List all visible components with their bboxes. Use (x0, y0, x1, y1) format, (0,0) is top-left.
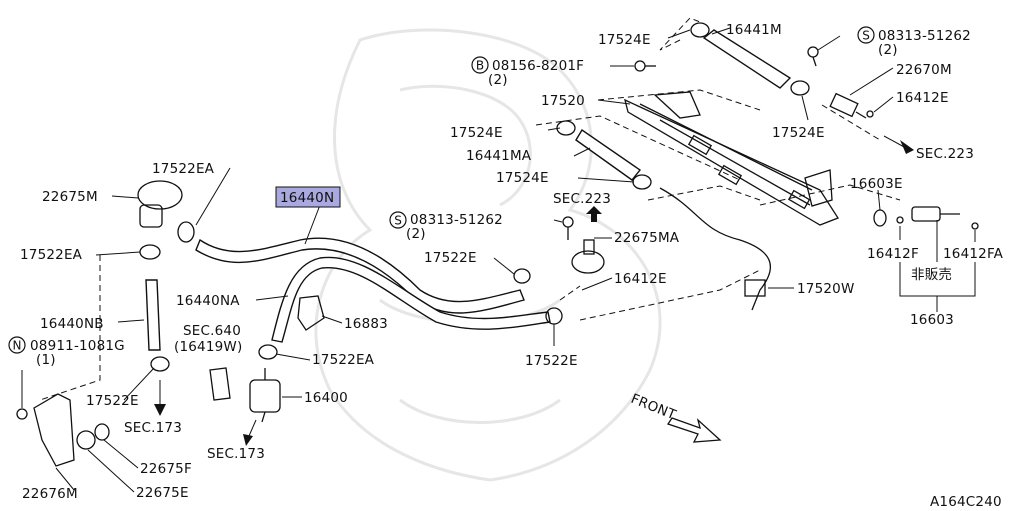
label-08313-51262-mid[interactable]: 08313-51262 (410, 212, 503, 228)
label-16883[interactable]: 16883 (344, 316, 388, 332)
label-16603[interactable]: 16603 (910, 312, 954, 328)
label-not-for-sale: 非販売 (911, 267, 952, 283)
grommet-22675E[interactable] (76, 430, 96, 450)
front-arrow-icon (666, 417, 722, 443)
label-22675M[interactable]: 22675M (42, 189, 98, 205)
label-16441M[interactable]: 16441M (726, 22, 782, 38)
hose-16441M[interactable] (702, 29, 792, 89)
label-17524E-top[interactable]: 17524E (598, 32, 651, 48)
label-16419W[interactable]: (16419W) (174, 339, 242, 355)
label-08911-qty: (1) (36, 352, 56, 368)
label-16400[interactable]: 16400 (304, 390, 348, 406)
clamp-17522E-left[interactable] (150, 356, 170, 372)
label-17524E-left[interactable]: 17524E (450, 125, 503, 141)
svg-text:N: N (13, 339, 22, 353)
hose-16441MA[interactable] (575, 129, 642, 181)
clamp-17524E-mid[interactable] (632, 174, 652, 190)
hose-16440NB[interactable] (145, 279, 161, 351)
symbol-s-mid-icon: S (389, 211, 407, 229)
label-17524E-right[interactable]: 17524E (772, 125, 825, 141)
label-17522E-left[interactable]: 17522E (86, 393, 139, 409)
symbol-b-icon: B (471, 56, 489, 74)
label-17522EA-low[interactable]: 17522EA (312, 352, 375, 368)
bracket-16883[interactable] (297, 295, 325, 331)
label-08911-1081G[interactable]: 08911-1081G (30, 338, 125, 354)
label-17522E-bot[interactable]: 17522E (525, 353, 578, 369)
injector-16603[interactable] (896, 206, 979, 230)
label-16412E-top[interactable]: 16412E (896, 90, 949, 106)
arrow-sec223-right-icon (883, 135, 914, 154)
regulator-22670M[interactable] (829, 92, 874, 119)
svg-text:S: S (862, 29, 870, 43)
bracket-16419W[interactable] (209, 367, 231, 401)
damper-22675M[interactable] (137, 180, 183, 228)
label-front: FRONT (629, 391, 679, 424)
screw-08313-mid[interactable] (562, 216, 574, 240)
pipe-17520W[interactable] (659, 187, 771, 311)
label-sec223-right[interactable]: SEC.223 (916, 146, 974, 162)
label-16440NB[interactable]: 16440NB (40, 316, 104, 332)
bolt-08911[interactable] (16, 408, 28, 420)
label-22676M[interactable]: 22676M (22, 486, 78, 502)
fuel-rail-17520[interactable] (624, 91, 839, 226)
bracket-22676M[interactable] (33, 393, 75, 467)
label-22675E[interactable]: 22675E (136, 485, 189, 501)
label-08313-qty-mid: (2) (406, 226, 426, 242)
seal-16603E[interactable] (873, 209, 887, 227)
diagram-code: A164C240 (930, 494, 1002, 510)
clamp-17522EA-left[interactable] (139, 244, 161, 260)
svg-text:B: B (476, 59, 484, 73)
clamp-17524E-top[interactable] (690, 22, 710, 38)
label-08156-8201F[interactable]: 08156-8201F (492, 58, 584, 74)
symbol-n-icon: N (8, 336, 26, 354)
highlight-box (275, 186, 341, 208)
label-17522EA-left[interactable]: 17522EA (20, 247, 83, 263)
label-16441MA[interactable]: 16441MA (466, 148, 532, 164)
label-22670M[interactable]: 22670M (896, 62, 952, 78)
label-17520[interactable]: 17520 (541, 93, 585, 109)
arrow-sec173-mid-icon (243, 419, 257, 446)
hose-16440NA[interactable] (271, 256, 551, 343)
label-08313-51262-top[interactable]: 08313-51262 (878, 28, 971, 44)
label-sec173-mid[interactable]: SEC.173 (207, 446, 265, 462)
dashed-lines (39, 17, 901, 401)
clamp-17522E-mid[interactable] (513, 268, 531, 284)
label-22675F[interactable]: 22675F (140, 461, 192, 477)
label-16412F[interactable]: 16412F (867, 246, 919, 262)
label-sec173-left[interactable]: SEC.173 (124, 420, 182, 436)
leader-lines (21, 27, 976, 493)
screw-08313-top[interactable] (807, 46, 819, 67)
label-17524E-mid[interactable]: 17524E (496, 170, 549, 186)
label-16603E[interactable]: 16603E (850, 176, 903, 192)
clamp-17522EA-top[interactable] (177, 221, 195, 243)
label-16412E-mid[interactable]: 16412E (614, 271, 667, 287)
grommet-22675F[interactable] (94, 423, 110, 441)
clamp-17522EA-low[interactable] (258, 344, 278, 360)
label-sec640[interactable]: SEC.640 (183, 323, 241, 339)
arrow-sec223-mid-icon (586, 206, 602, 222)
symbol-s-top-icon: S (857, 26, 875, 44)
label-22675MA[interactable]: 22675MA (614, 230, 680, 246)
damper-22675MA[interactable] (571, 239, 605, 274)
fuel-filter-16400[interactable] (249, 368, 281, 423)
labels: 17524E 16441M 08313-51262 (2) 08156-8201… (20, 22, 1004, 510)
hose-16440N[interactable] (195, 237, 525, 314)
label-sec223-mid[interactable]: SEC.223 (553, 191, 611, 207)
label-16440N[interactable]: 16440N (280, 190, 334, 206)
bolt-08156[interactable] (634, 60, 656, 72)
arrow-sec173-left-icon (154, 380, 166, 416)
label-16412FA[interactable]: 16412FA (943, 246, 1004, 262)
label-17522E-mid[interactable]: 17522E (424, 250, 477, 266)
clamp-17524E-topright[interactable] (790, 80, 810, 96)
label-08156-qty: (2) (488, 72, 508, 88)
svg-text:S: S (394, 214, 402, 228)
label-08313-qty-top: (2) (878, 42, 898, 58)
label-17520W[interactable]: 17520W (797, 281, 855, 297)
label-17522EA-top[interactable]: 17522EA (152, 161, 215, 177)
label-16440NA[interactable]: 16440NA (176, 293, 240, 309)
